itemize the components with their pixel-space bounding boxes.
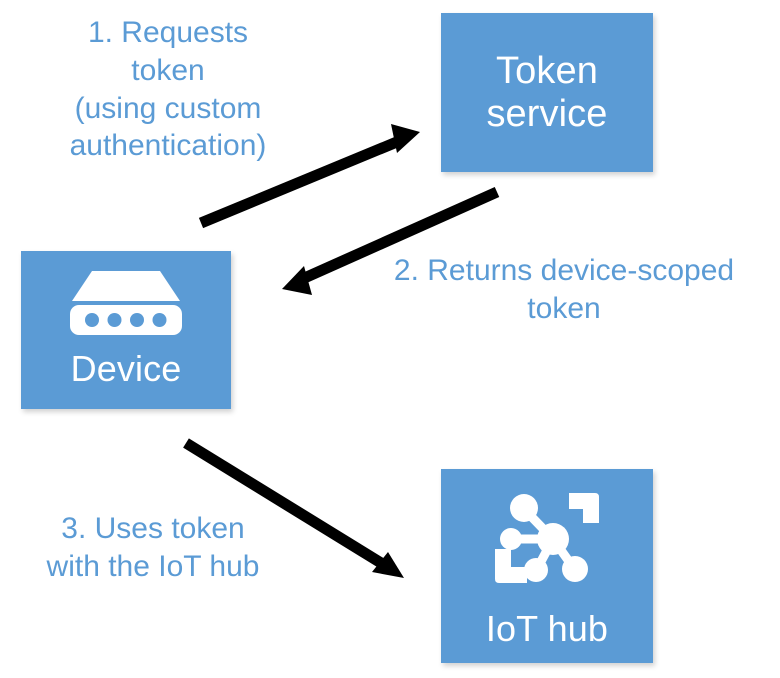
step-1-label: 1. Requests token (using custom authenti… [69,16,267,163]
node-token-service-label: Token service [486,49,608,135]
node-device-label: Device [70,348,182,389]
step-3-label: 3. Uses token with the IoT hub [46,512,260,583]
node-iot-hub[interactable]: IoT hub [441,469,653,663]
node-iot-hub-label: IoT hub [485,608,609,649]
node-token-service[interactable]: Token service [441,13,653,172]
device-icon [70,271,182,335]
step-2-label: 2. Returns device-scoped token [393,254,735,325]
node-device[interactable]: Device [21,251,231,409]
iot-hub-icon [495,493,599,583]
